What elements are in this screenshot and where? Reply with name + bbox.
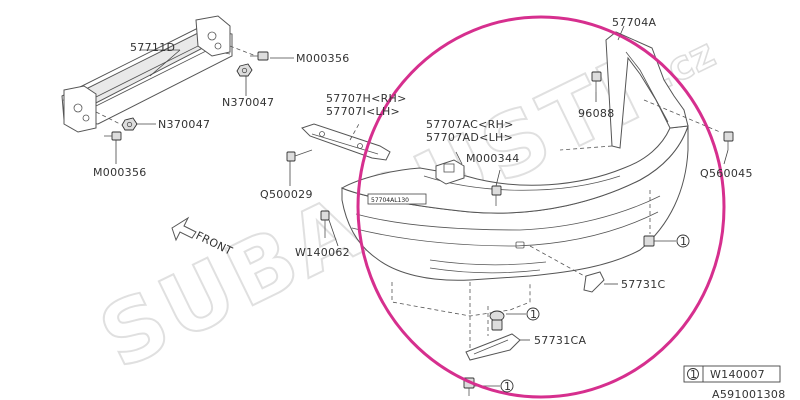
screw-icon [723,131,734,150]
sticker-text: 57704AL130 [371,197,409,204]
callout-57707-lh: 57707I<LH> [326,105,400,118]
reinforcement-beam [61,15,257,133]
callout-N370047-top: N370047 [222,96,274,109]
diagram-id: A591001308 [712,388,786,400]
callout-M000356-bottom: M000356 [93,166,147,179]
callout-57731CA: 57731CA [534,334,586,347]
ref-marker: 1 [676,234,690,248]
callout-57707AC: 57707AC<RH> [426,118,514,131]
label-sticker: 57704AL130 [367,193,427,205]
callout-57707-rh: 57707H<RH> [326,92,407,105]
callout-Q500029: Q500029 [260,188,313,201]
screw-icon [491,185,502,206]
legend-number: 1 [690,368,697,381]
bolt-icon [104,131,122,141]
callout-57704A: 57704A [612,16,656,29]
svg-text:1: 1 [504,380,511,393]
nut-icon [121,117,138,131]
clip-icon [320,210,330,238]
ref-marker: 1 [500,379,514,393]
highlight-circle [356,15,726,399]
callout-57707AD: 57707AD<LH> [426,131,513,144]
retainer-bracket [435,159,465,185]
clip-icon [286,149,313,162]
svg-text:1: 1 [680,235,687,248]
lower-cover [465,333,521,361]
svg-text:1: 1 [530,308,537,321]
callout-M000356-top: M000356 [296,52,350,65]
nut-icon [236,63,253,77]
reflector [583,271,605,293]
callout-57711D: 57711D [130,41,175,54]
clip-icon [643,235,655,247]
callout-96088: 96088 [578,107,615,120]
callout-W140062: W140062 [295,246,350,259]
callout-Q560045: Q560045 [700,167,753,180]
legend-box: 1 W140007 [683,365,781,383]
side-bracket [301,121,391,161]
grommet-icon [489,310,505,331]
rear-bumper-cover [340,31,721,352]
legend-code: W140007 [710,368,765,381]
screw-icon [591,71,602,92]
bolt-icon [250,51,269,61]
ref-marker: 1 [526,307,540,321]
callout-M000344: M000344 [466,152,520,165]
callout-N370047-mid: N370047 [158,118,210,131]
callout-57731C: 57731C [621,278,665,291]
